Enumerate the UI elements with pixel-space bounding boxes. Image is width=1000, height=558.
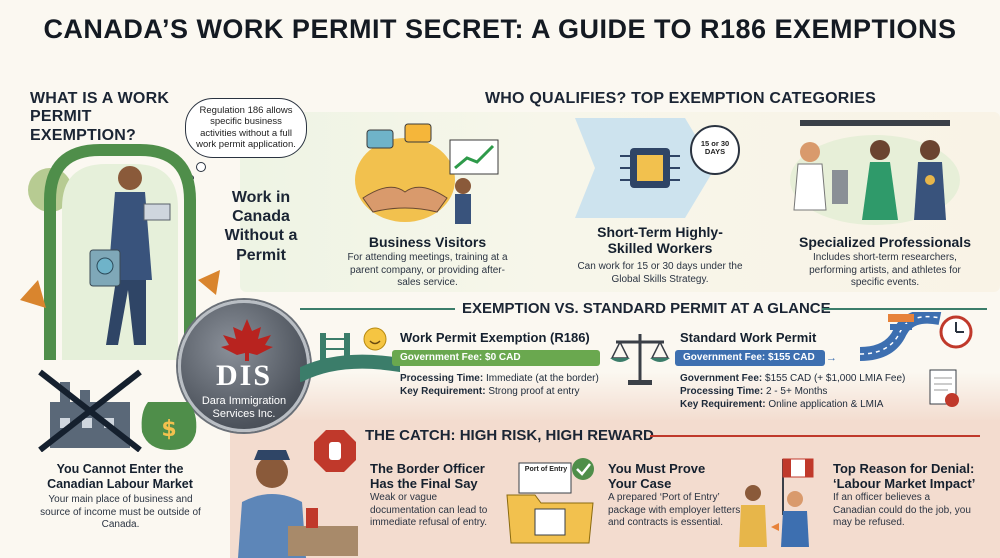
border-officer-illustration: [238, 450, 358, 558]
catch-desc-labour-impact: If an officer believes a Canadian could …: [833, 492, 971, 528]
category-desc-specialized: Includes short-term researchers, perform…: [809, 252, 961, 288]
business-meeting-icon: [355, 123, 499, 224]
exemption-processing-value: Immediate (at the border): [485, 373, 599, 384]
standard-processing-row: Processing Time: 2 - 5+ Months: [680, 385, 920, 399]
standard-requirement-row: Key Requirement: Online application & LM…: [680, 398, 920, 412]
standard-fee-value: $155 CAD (+ $1,000 LMIA Fee): [765, 373, 906, 384]
stop-hand-icon: [314, 430, 356, 472]
bubble-tail-dot: [196, 162, 206, 172]
labour-desc: Your main place of business and source o…: [40, 494, 201, 530]
days-badge: 15 or 30 DAYS: [700, 139, 730, 157]
divider-right: [822, 308, 987, 310]
standard-title: Standard Work Permit: [680, 330, 817, 345]
port-of-entry-documents-icon: [506, 458, 594, 544]
chip-timer-icon: [575, 118, 740, 218]
exemption-title: Work Permit Exemption (R186): [400, 330, 590, 345]
comparison-heading: EXEMPTION VS. STANDARD PERMIT AT A GLANC…: [462, 300, 831, 317]
category-desc-highly-skilled: Can work for 15 or 30 days under the Glo…: [577, 261, 743, 285]
businessman-archway-illustration: [20, 144, 229, 360]
standard-processing-label: Processing Time:: [680, 386, 764, 397]
catch-title-labour-impact: Top Reason for Denial: ‘Labour Market Im…: [833, 461, 976, 491]
catch-background: [230, 420, 1000, 558]
gate-path-icon: [300, 327, 400, 382]
catch-divider: [650, 435, 980, 437]
catch-desc-border-officer: Weak or vague documentation can lead to …: [370, 492, 488, 528]
regulation-bubble: Regulation 186 allows specific business …: [185, 98, 307, 158]
standard-requirement-label: Key Requirement:: [680, 399, 766, 410]
category-desc-business-visitors: For attending meetings, training at a pa…: [347, 252, 508, 288]
exemption-processing-row: Processing Time: Immediate (at the borde…: [400, 372, 610, 386]
road-clock-document-icon: [860, 312, 973, 407]
catch-heading: THE CATCH: HIGH RISK, HIGH REWARD: [365, 427, 654, 444]
standard-requirement-value: Online application & LMIA: [768, 399, 884, 410]
arrow-right-icon: →: [826, 352, 837, 364]
page-title: CANADA’S WORK PERMIT SECRET: A GUIDE TO …: [43, 14, 957, 44]
standard-fee-label: Government Fee:: [680, 373, 763, 384]
logo-company-name: Dara Immigration Services Inc.: [201, 395, 287, 420]
port-of-entry-label: Port of Entry: [524, 466, 568, 473]
standard-processing-value: 2 - 5+ Months: [765, 386, 828, 397]
balance-scale-icon: [610, 334, 670, 385]
catch-desc-prove-case: A prepared ‘Port of Entry’ package with …: [608, 492, 741, 528]
catch-background-fade: [220, 372, 1000, 422]
svg-text:$: $: [161, 417, 176, 442]
exemption-requirement-label: Key Requirement:: [400, 386, 486, 397]
professionals-icon: [790, 120, 960, 225]
category-title-highly-skilled: Short-Term Highly-Skilled Workers: [597, 224, 723, 257]
intro-tagline: Work in Canada Without a Permit: [224, 189, 298, 264]
labour-impact-workers-icon: [739, 458, 814, 547]
divider-left: [300, 308, 455, 310]
catch-title-border-officer: The Border Officer Has the Final Say: [370, 461, 485, 491]
logo-abbr: DIS: [215, 359, 273, 392]
maple-leaf-icon: [221, 319, 273, 361]
standard-fee-row: Government Fee: $155 CAD (+ $1,000 LMIA …: [680, 372, 920, 386]
exemption-requirement-value: Strong proof at entry: [488, 386, 580, 397]
qualifies-heading: WHO QUALIFIES? TOP EXEMPTION CATEGORIES: [485, 90, 876, 107]
intro-heading: WHAT IS A WORK PERMIT EXEMPTION?: [30, 90, 170, 144]
exemption-fee-bar: Government Fee: $0 CAD: [392, 350, 600, 366]
category-title-specialized: Specialized Professionals: [799, 234, 971, 250]
standard-fee-bar: Government Fee: $155 CAD: [675, 350, 825, 366]
dis-logo: DIS Dara Immigration Services Inc.: [178, 300, 310, 432]
labour-title: You Cannot Enter the Canadian Labour Mar…: [47, 462, 193, 491]
no-labour-market-icon: $: [38, 369, 197, 452]
category-title-business-visitors: Business Visitors: [368, 234, 487, 250]
exemption-requirement-row: Key Requirement: Strong proof at entry: [400, 385, 610, 399]
exemption-processing-label: Processing Time:: [400, 373, 484, 384]
catch-title-prove-case: You Must Prove Your Case: [608, 461, 706, 491]
